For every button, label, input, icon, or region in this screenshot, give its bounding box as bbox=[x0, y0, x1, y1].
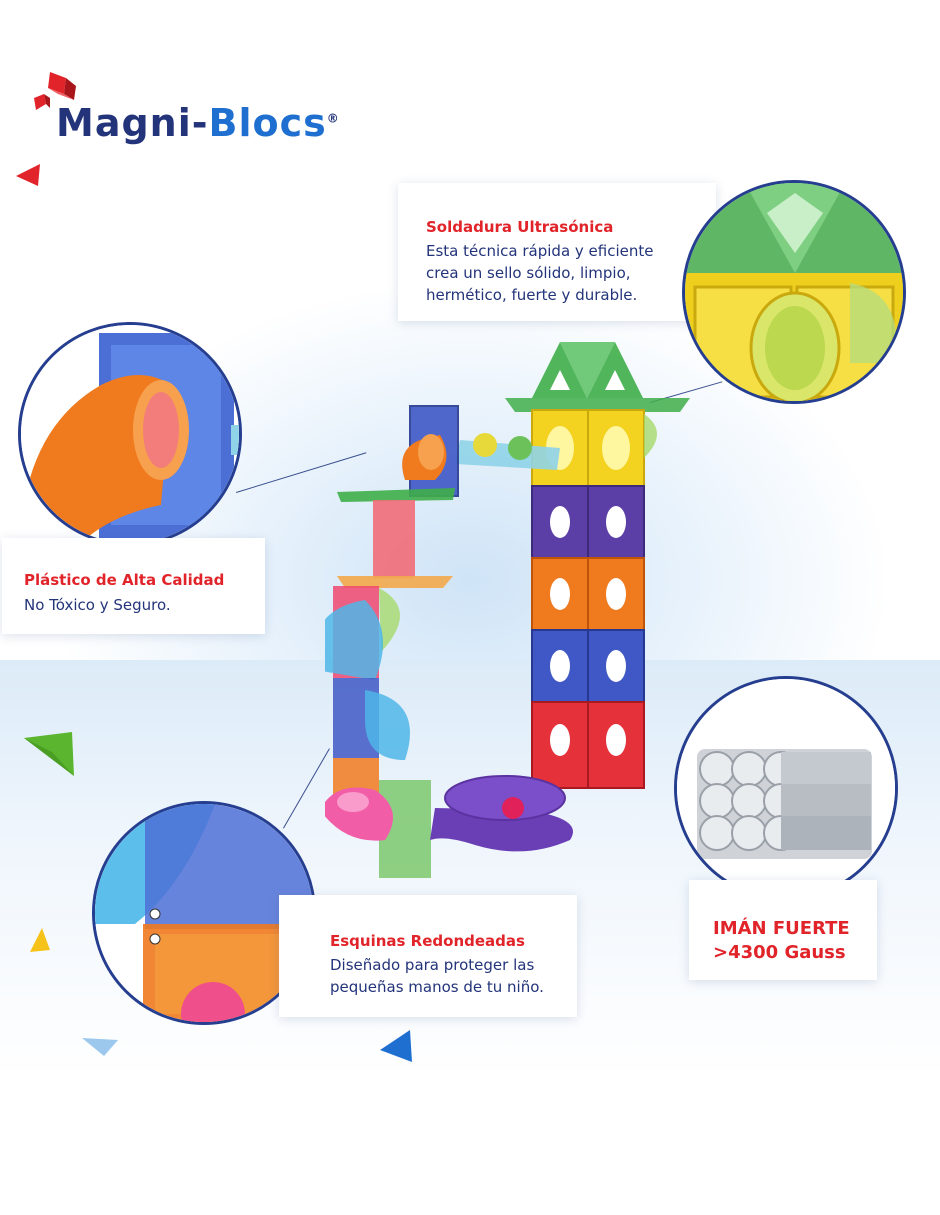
magnet-strength-line1: IMÁN FUERTE bbox=[713, 918, 850, 939]
plastic-description: No Tóxico y Seguro. bbox=[24, 596, 171, 614]
brand-dash: - bbox=[191, 101, 209, 145]
magnets-stack-icon bbox=[677, 679, 895, 897]
magnet-strength-line2: >4300 Gauss bbox=[713, 942, 846, 963]
plastic-feature-card: Plástico de Alta Calidad No Tóxico y Seg… bbox=[2, 538, 265, 634]
welding-description: Esta técnica rápida y eficiente crea un … bbox=[426, 242, 654, 304]
corners-closeup-image bbox=[92, 801, 316, 1025]
welding-closeup-image bbox=[682, 180, 906, 404]
corners-feature-card: Esquinas Redondeadas Diseñado para prote… bbox=[279, 895, 577, 1017]
magnets-image bbox=[674, 676, 898, 900]
green-triangle-decoration bbox=[24, 732, 74, 776]
marble-run-product-image bbox=[325, 342, 690, 878]
magnet-feature-card: IMÁN FUERTE >4300 Gauss bbox=[689, 880, 877, 980]
light-blue-triangle-decoration bbox=[82, 1038, 118, 1056]
logo-cube-icon bbox=[34, 72, 76, 110]
brand-part2: Blocs bbox=[208, 101, 327, 145]
corners-title: Esquinas Redondeadas bbox=[330, 932, 525, 950]
yellow-triangle-decoration bbox=[30, 928, 50, 952]
registered-mark: ® bbox=[326, 111, 340, 126]
brand-name: Magni-Blocs® bbox=[56, 101, 340, 145]
welding-feature-card: Soldadura Ultrasónica Esta técnica rápid… bbox=[398, 183, 716, 321]
red-triangle-decoration bbox=[16, 164, 40, 186]
plastic-title: Plástico de Alta Calidad bbox=[24, 571, 225, 589]
welding-title: Soldadura Ultrasónica bbox=[426, 218, 614, 236]
corners-description: Diseñado para proteger las pequeñas mano… bbox=[330, 956, 544, 996]
blue-triangle-decoration bbox=[380, 1030, 412, 1062]
plastic-closeup-image bbox=[18, 322, 242, 546]
brand-part1: Magni bbox=[56, 101, 192, 145]
